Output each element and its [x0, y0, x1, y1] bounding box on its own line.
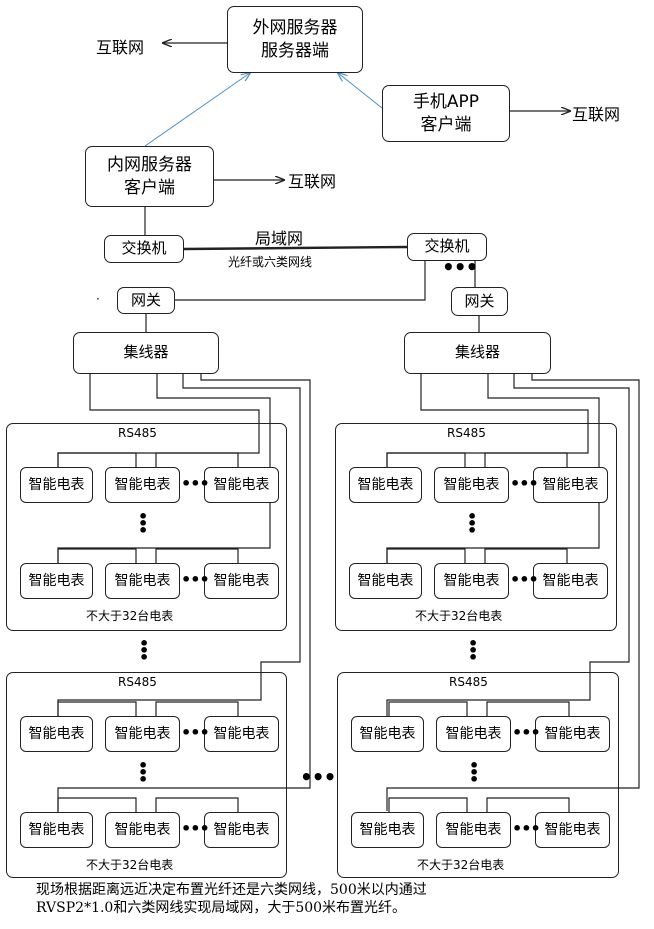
rs485-bus-segment: [155, 452, 239, 467]
ellipsis-switch: •••: [442, 255, 478, 279]
meter-ellipsis: •••: [181, 570, 210, 589]
internet-label-external: 互联网: [96, 38, 145, 57]
meter-panel-bottom-left: [6, 672, 287, 878]
meter-limit-label: 不大于32台电表: [415, 609, 503, 623]
internet-label-app: 互联网: [572, 105, 621, 124]
smart-meter-box: 智能电表: [204, 812, 279, 848]
smart-meter-box: 智能电表: [535, 812, 610, 848]
rs485-bus-segment: [57, 701, 137, 716]
rs485-label: RS485: [449, 675, 488, 689]
meter-ellipsis: •••: [512, 723, 541, 742]
meter-vertical-ellipsis: •••: [138, 507, 149, 540]
rs485-bus-segment: [484, 452, 568, 467]
gateway-left-box: 网关: [117, 287, 175, 314]
smart-meter-box: 智能电表: [436, 716, 511, 752]
meter-ellipsis: •••: [181, 474, 210, 493]
footer-line-2: RVSP2*1.0和六类网线实现局域网，大于500米布置光纤。: [36, 900, 407, 916]
smart-meter-box: 智能电表: [20, 563, 93, 599]
smart-meter-box: 智能电表: [351, 812, 424, 848]
smart-meter-box: 智能电表: [204, 716, 279, 752]
rs485-bus-segment: [155, 797, 239, 812]
rs485-bus-segment: [486, 701, 570, 716]
meter-ellipsis: •••: [181, 819, 210, 838]
rs485-bus-segment: [155, 701, 239, 716]
lan-link: [183, 245, 408, 251]
rs485-bus-segment: [57, 548, 137, 563]
meter-ellipsis: •••: [512, 819, 541, 838]
smart-meter-box: 智能电表: [533, 563, 608, 599]
smart-meter-box: 智能电表: [105, 563, 180, 599]
mobile-app-box: 手机APP 客户端: [382, 85, 510, 142]
smart-meter-box: 智能电表: [204, 563, 279, 599]
smart-meter-box: 智能电表: [535, 716, 610, 752]
external-server-box: 外网服务器 服务器端: [227, 6, 363, 73]
meter-vertical-ellipsis: •••: [138, 756, 149, 789]
footer-line-1: 现场根据距离远近决定布置光纤还是六类网线，500米以内通过: [36, 882, 427, 898]
meter-panel-bottom-right: [337, 672, 619, 878]
meter-panel-top-left: [6, 423, 287, 631]
meter-ellipsis: •••: [510, 570, 539, 589]
switch-right-box: 交换机: [407, 233, 487, 261]
cable-hub-to-bottom-panel-2: [386, 374, 640, 811]
hub-left-box: 集线器: [73, 332, 219, 374]
rs485-bus-segment: [57, 452, 137, 467]
gateway-dot-mark: ·: [96, 292, 100, 306]
smart-meter-box: 智能电表: [436, 812, 511, 848]
smart-meter-box: 智能电表: [349, 563, 422, 599]
rs485-bus-segment: [386, 548, 466, 563]
meter-limit-label: 不大于32台电表: [86, 609, 174, 623]
hub-right-box: 集线器: [404, 332, 551, 374]
meter-vertical-ellipsis: •••: [467, 507, 478, 540]
smart-meter-box: 智能电表: [434, 563, 509, 599]
rs485-label: RS485: [118, 426, 157, 440]
rs485-bus-segment: [388, 797, 468, 812]
link-internal-to-external: [144, 73, 250, 147]
rs485-bus-segment: [388, 701, 468, 716]
footer-note: 现场根据距离远近决定布置光纤还是六类网线，500米以内通过 RVSP2*1.0和…: [36, 881, 427, 917]
rs485-bus-segment: [386, 452, 466, 467]
gateway-right-box: 网关: [451, 287, 508, 316]
switch-left-box: 交换机: [104, 235, 184, 263]
meter-panel-top-right: [335, 423, 617, 631]
smart-meter-box: 智能电表: [105, 467, 180, 503]
vertical-ellipsis-right: •••: [468, 634, 479, 667]
cable-hub-to-bottom-panel-1: [386, 374, 630, 716]
cable-hub-to-bottom-panel-1: [57, 374, 301, 716]
link-app-to-external: [338, 73, 383, 109]
cable-label: 光纤或六类网线: [228, 255, 313, 269]
rs485-bus-segment: [484, 548, 568, 563]
lan-label: 局域网: [255, 229, 304, 248]
smart-meter-box: 智能电表: [20, 812, 93, 848]
smart-meter-box: 智能电表: [351, 716, 424, 752]
vertical-ellipsis-left: •••: [139, 634, 150, 667]
rs485-bus-segment: [57, 797, 137, 812]
smart-meter-box: 智能电表: [533, 467, 608, 503]
smart-meter-box: 智能电表: [105, 812, 180, 848]
rs485-bus-segment: [155, 548, 239, 563]
rs485-label: RS485: [118, 675, 157, 689]
meter-limit-label: 不大于32台电表: [86, 858, 174, 872]
internet-label-internal: 互联网: [288, 172, 337, 191]
smart-meter-box: 智能电表: [434, 467, 509, 503]
meter-ellipsis: •••: [181, 723, 210, 742]
cable-hub-to-bottom-panel-2: [57, 374, 311, 811]
meter-limit-label: 不大于32台电表: [417, 858, 505, 872]
rs485-bus-segment: [486, 797, 570, 812]
rs485-label: RS485: [447, 426, 486, 440]
smart-meter-box: 智能电表: [349, 467, 422, 503]
link-switch-to-gateway-left: [175, 261, 426, 301]
smart-meter-box: 智能电表: [20, 716, 93, 752]
meter-vertical-ellipsis: •••: [469, 756, 480, 789]
smart-meter-box: 智能电表: [204, 467, 279, 503]
smart-meter-box: 智能电表: [20, 467, 93, 503]
internal-server-box: 内网服务器 客户端: [85, 146, 214, 207]
smart-meter-box: 智能电表: [105, 716, 180, 752]
meter-ellipsis: •••: [510, 474, 539, 493]
horizontal-ellipsis-between: •••: [300, 765, 336, 789]
